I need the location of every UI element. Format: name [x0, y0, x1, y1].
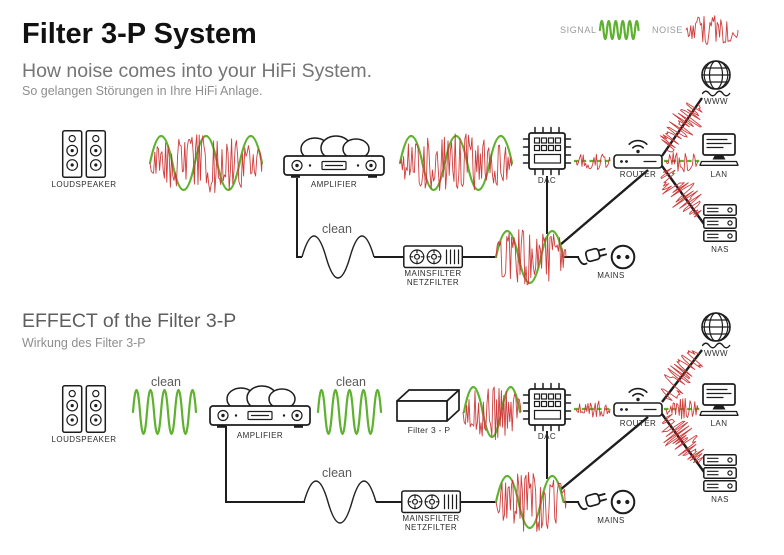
www-label-2: WWW [704, 349, 728, 358]
mains-label-2: MAINS [597, 516, 625, 525]
clean-label-1: clean [322, 222, 352, 236]
loudspeaker-label-2: LOUDSPEAKER [52, 435, 117, 444]
noise-burst-www-2 [660, 350, 703, 401]
page-title: Filter 3-P System [22, 18, 257, 50]
dac-label: DAC [538, 176, 556, 185]
noise-burst-www-1 [659, 102, 703, 153]
noise-burst-dac-router-1 [575, 153, 611, 171]
section-effect: EFFECT of the Filter 3-P Wirkung des Fil… [22, 310, 739, 532]
clean-sine-wave-2 [303, 480, 377, 524]
effect-title: EFFECT of the Filter 3-P [22, 310, 236, 332]
mainsfilter-label-line2: NETZFILTER [407, 278, 459, 287]
legend-noise-label: NOISE [652, 25, 683, 35]
line-noise-to-router-1 [559, 169, 649, 246]
loudspeaker-label: LOUDSPEAKER [52, 180, 117, 189]
mains-plug-icon-2 [577, 489, 636, 515]
noise-wave-mains [495, 229, 567, 286]
www-label: WWW [704, 97, 728, 106]
noise-wave-amp-dac [399, 133, 513, 192]
nas-server-icon [703, 204, 737, 242]
noise-burst-nas-1 [660, 167, 702, 218]
amplifier-icon-2 [209, 385, 311, 429]
section-noise-path: LOUDSPEAKER AMPLIFIER DAC ROUTER WWW LAN… [52, 60, 739, 287]
nas-label: NAS [711, 245, 729, 254]
lan-computer-icon-2 [699, 383, 739, 417]
filter-3p-label: Filter 3 - P [408, 425, 451, 435]
legend-noise-wave-icon [685, 15, 739, 45]
noise-wave-speaker-amp [149, 134, 263, 194]
mainsfilter-label-line2-2: NETZFILTER [405, 523, 457, 532]
mainsfilter-icon [403, 245, 464, 269]
mainsfilter-label-line1-2: MAINSFILTER [402, 514, 459, 523]
router-label: ROUTER [620, 170, 656, 179]
router-icon [613, 139, 663, 169]
effect-subtitle-german: Wirkung des Filter 3-P [22, 336, 146, 350]
lan-computer-icon [699, 133, 739, 167]
filter-3p-box-icon [396, 389, 460, 422]
clean-label-amp: clean [336, 375, 366, 389]
line-noise-to-router-2 [559, 416, 649, 491]
line-amp-to-clean-2 [225, 426, 305, 503]
page-subtitle-german: So gelangen Störungen in Ihre HiFi Anlag… [22, 84, 262, 98]
dac-chip-icon-2 [522, 382, 572, 432]
nas-label-2: NAS [711, 495, 729, 504]
router-icon-2 [613, 387, 663, 417]
nas-server-icon-2 [703, 454, 737, 492]
amplifier-label: AMPLIFIER [311, 180, 357, 189]
lan-label-2: LAN [711, 419, 728, 428]
www-globe-icon [701, 60, 731, 97]
legend-signal-label: SIGNAL [560, 25, 597, 35]
noise-wave-mains-2 [495, 471, 567, 532]
lan-label: LAN [711, 170, 728, 179]
noise-burst-nas-2 [661, 413, 705, 464]
dac-label-2: DAC [538, 432, 556, 441]
mains-plug-icon [577, 244, 636, 270]
clean-signal-amp-filter [316, 388, 383, 436]
mainsfilter-icon-2 [401, 490, 462, 514]
noise-burst-lan-1 [665, 152, 699, 173]
clean-signal-speaker-amp [131, 388, 198, 436]
clean-sine-wave-1 [301, 235, 375, 279]
amplifier-label-2: AMPLIFIER [237, 431, 283, 440]
clean-label-speaker: clean [151, 375, 181, 389]
www-globe-icon-2 [701, 312, 731, 349]
loudspeaker-icon-2 [61, 384, 107, 434]
noise-burst-lan-2 [665, 397, 699, 420]
noise-burst-dac-router-2 [575, 400, 611, 418]
router-label-2: ROUTER [620, 419, 656, 428]
amplifier-icon [283, 135, 385, 179]
clean-label-2: clean [322, 466, 352, 480]
noise-wave-filter-dac [462, 386, 522, 441]
dac-chip-icon [522, 126, 572, 176]
line-amp-to-clean-1 [296, 178, 302, 258]
loudspeaker-icon [61, 129, 107, 179]
mainsfilter-label-line1: MAINSFILTER [404, 269, 461, 278]
page-subtitle: How noise comes into your HiFi System. [22, 60, 372, 82]
legend-signal-wave-icon [598, 19, 640, 41]
mains-label: MAINS [597, 271, 625, 280]
